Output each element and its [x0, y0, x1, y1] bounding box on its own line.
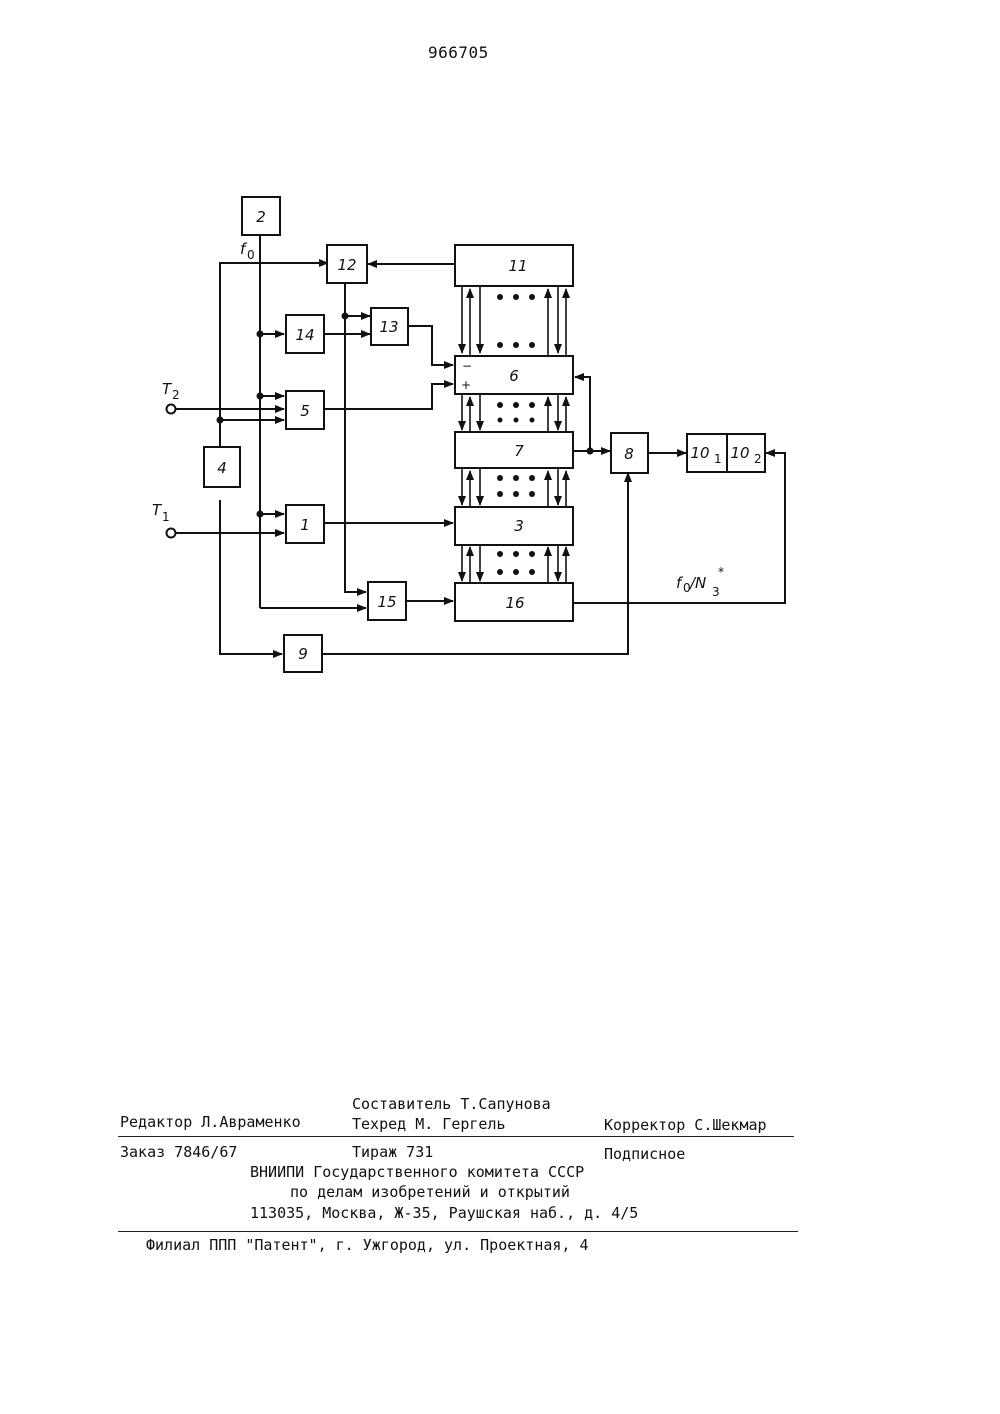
block-10-1: 10 1	[687, 434, 727, 472]
svg-text:2: 2	[256, 208, 266, 226]
svg-text:+: +	[461, 378, 471, 392]
svg-text:9: 9	[298, 645, 308, 663]
block-10-2: 10 2	[727, 434, 765, 472]
svg-text:5: 5	[300, 402, 310, 420]
t2-terminal	[167, 405, 176, 414]
svg-text:2: 2	[172, 388, 180, 402]
svg-text:16: 16	[505, 594, 524, 612]
composer-line: Составитель Т.Сапунова	[352, 1095, 551, 1113]
svg-text:4: 4	[217, 459, 227, 477]
label-feedback-f0-n3: f 0 /N * 3	[676, 565, 724, 599]
block-6: 6 − +	[455, 356, 573, 394]
block-1: 1	[286, 505, 324, 543]
block-3: 3	[455, 507, 573, 545]
org-line-2: по делам изобретений и открытий	[290, 1183, 570, 1201]
block-5: 5	[286, 391, 324, 429]
label-t2: T 2	[162, 380, 180, 402]
svg-text:12: 12	[337, 256, 356, 274]
svg-text:3: 3	[712, 585, 720, 599]
svg-text:13: 13	[379, 318, 398, 336]
block-11: 11	[455, 245, 573, 286]
svg-text:8: 8	[624, 445, 634, 463]
svg-text:10: 10	[690, 444, 709, 462]
block-2: 2	[242, 197, 280, 235]
block-9: 9	[284, 635, 322, 672]
subscription-line: Подписное	[604, 1145, 685, 1163]
org-line-1: ВНИИПИ Государственного комитета СССР	[250, 1163, 584, 1181]
svg-text:10: 10	[730, 444, 749, 462]
editor-line: Редактор Л.Авраменко	[120, 1113, 301, 1131]
label-f0: f 0	[240, 240, 255, 262]
svg-text:1: 1	[162, 510, 170, 524]
svg-text:/N: /N	[688, 574, 706, 592]
block-14: 14	[286, 315, 324, 353]
wire	[322, 473, 628, 654]
order-line: Заказ 7846/67	[120, 1143, 237, 1161]
wire	[220, 500, 282, 654]
wire	[408, 326, 453, 365]
svg-text:3: 3	[514, 517, 524, 535]
techred-line: Техред М. Гергель	[352, 1115, 506, 1133]
divider	[118, 1136, 794, 1137]
circuit-diagram: 2 12 14 13 5 4 1 15	[0, 0, 1000, 760]
circulation-line: Тираж 731	[352, 1143, 433, 1161]
svg-text:11: 11	[508, 257, 527, 275]
svg-text:*: *	[718, 565, 724, 579]
svg-text:−: −	[462, 359, 472, 373]
org-address: 113035, Москва, Ж-35, Раушская наб., д. …	[250, 1204, 638, 1222]
svg-text:14: 14	[295, 326, 314, 344]
wire	[575, 377, 590, 451]
svg-text:1: 1	[300, 516, 310, 534]
svg-text:6: 6	[509, 367, 519, 385]
svg-text:0: 0	[247, 248, 255, 262]
svg-text:2: 2	[754, 452, 762, 466]
svg-text:1: 1	[714, 452, 722, 466]
corrector-line: Корректор С.Шекмар	[604, 1116, 767, 1134]
wire	[345, 283, 366, 592]
block-4: 4	[204, 447, 240, 487]
block-16: 16	[455, 583, 573, 621]
label-t1: T 1	[152, 501, 170, 524]
wire	[324, 384, 453, 409]
divider	[118, 1231, 798, 1232]
block-15: 15	[368, 582, 406, 620]
t1-terminal	[167, 529, 176, 538]
block-7: 7	[455, 432, 573, 468]
svg-text:7: 7	[514, 442, 524, 460]
block-13: 13	[371, 308, 408, 345]
branch-line: Филиал ППП "Патент", г. Ужгород, ул. Про…	[146, 1236, 589, 1254]
block-8: 8	[611, 433, 648, 473]
block-12: 12	[327, 245, 367, 283]
svg-text:15: 15	[377, 593, 396, 611]
